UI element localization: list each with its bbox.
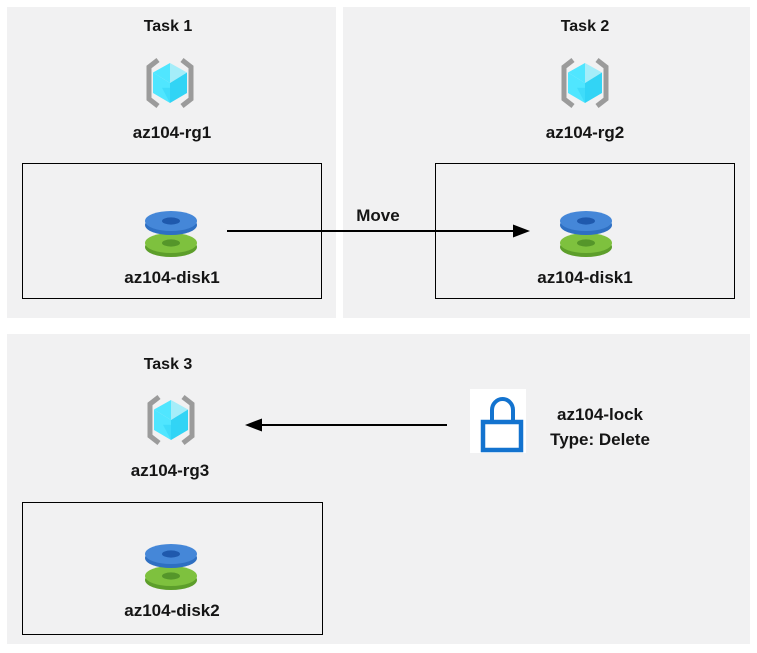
disk-icon — [145, 211, 197, 257]
task1-panel — [7, 7, 336, 318]
resource-group-icon — [146, 58, 194, 108]
resource-group-icon — [147, 395, 195, 445]
task3-disk-box — [22, 502, 323, 635]
task1-resource-group-label: az104-rg1 — [132, 123, 212, 142]
task2-title: Task 2 — [560, 18, 610, 35]
task3-disk-label: az104-disk2 — [124, 601, 220, 620]
lock-name-label: az104-lock — [557, 405, 643, 424]
task3-resource-group-label: az104-rg3 — [130, 461, 210, 480]
lock-icon — [480, 397, 524, 453]
task3-panel — [7, 334, 750, 644]
task2-disk-label: az104-disk1 — [537, 268, 633, 287]
task1-disk-label: az104-disk1 — [124, 268, 220, 287]
lock-tile — [470, 389, 526, 453]
resource-group-icon — [561, 58, 609, 108]
move-arrow-label: Move — [356, 206, 400, 225]
lock-annotation: az104-lock Type: Delete — [520, 402, 680, 452]
lock-type-label: Type: Delete — [550, 430, 650, 449]
task3-title: Task 3 — [143, 356, 193, 373]
task2-panel — [343, 7, 750, 318]
disk-icon — [560, 211, 612, 257]
task2-resource-group-label: az104-rg2 — [545, 123, 625, 142]
task1-title: Task 1 — [143, 18, 193, 35]
disk-icon — [145, 544, 197, 590]
